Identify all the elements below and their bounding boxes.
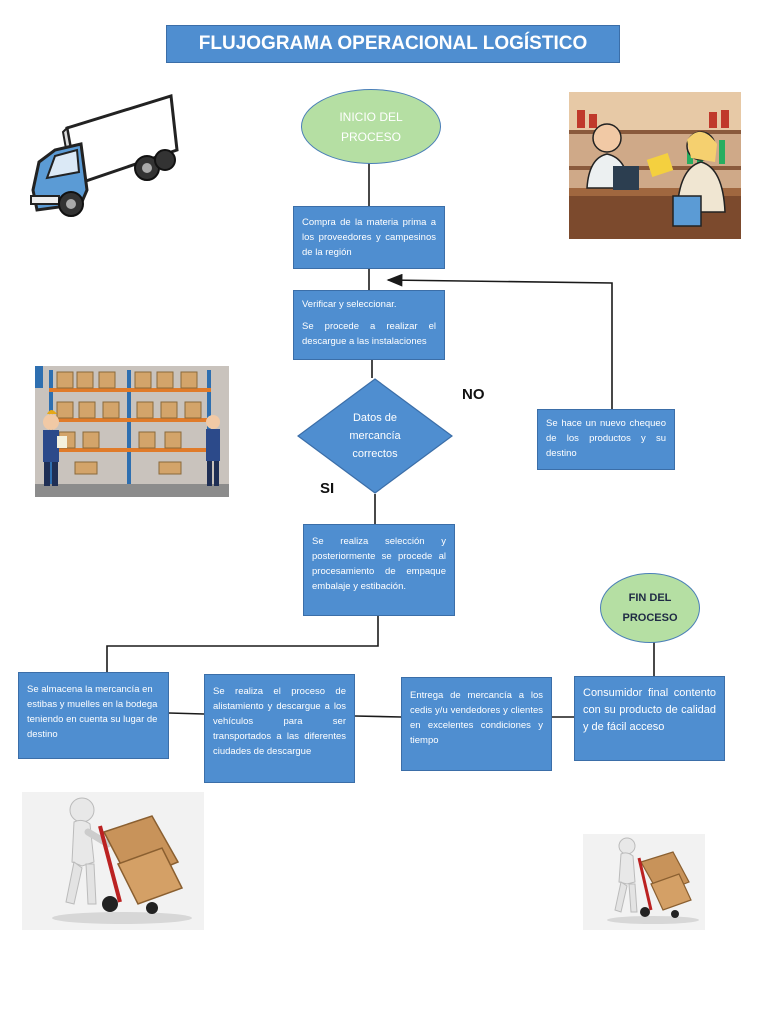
step-consumidor: Consumidor final contento con su product… — [574, 676, 725, 761]
step-almacena-text: Se almacena la mercancía en estibas y mu… — [27, 684, 158, 740]
start-line-2: PROCESO — [340, 129, 401, 144]
step-alistamiento: Se realiza el proceso de alistamiento y … — [204, 674, 355, 783]
step-seleccion: Se realiza selección y posteriormente se… — [303, 524, 455, 616]
step-chequeo-text: Se hace un nuevo chequeo de los producto… — [546, 418, 666, 459]
decision-node: Datos de mercancía correctos — [296, 378, 454, 494]
end-node: FIN DEL PROCESO — [600, 573, 700, 643]
line-alistamiento-entrega — [354, 715, 402, 718]
step-compra-text: Compra de la materia prima a los proveed… — [302, 217, 436, 258]
decision-line-3: correctos — [352, 448, 398, 460]
step-verificar-text-1: Verificar y seleccionar. — [302, 299, 397, 310]
shop-counter-illustration — [569, 92, 741, 239]
hand-truck-figure-right — [583, 834, 705, 930]
end-line-1: FIN DEL — [628, 592, 672, 604]
label-no: NO — [462, 386, 485, 403]
line-seleccion-almacena — [106, 616, 379, 672]
decision-line-1: Datos de — [352, 412, 397, 424]
step-verificar-text-2: Se procede a realizar el descargue a las… — [302, 321, 436, 347]
step-almacena: Se almacena la mercancía en estibas y mu… — [18, 672, 169, 759]
warehouse-illustration — [35, 366, 229, 497]
decision-diamond — [296, 378, 454, 494]
line-chequeo-loop — [386, 273, 613, 409]
start-node: INICIO DEL PROCESO — [301, 89, 441, 164]
end-line-2: PROCESO — [622, 612, 678, 624]
step-verificar: Verificar y seleccionar. Se procede a re… — [293, 290, 445, 360]
step-alistamiento-text: Se realiza el proceso de alistamiento y … — [213, 686, 346, 757]
step-seleccion-text: Se realiza selección y posteriormente se… — [312, 536, 446, 592]
step-entrega: Entrega de mercancía a los cedis y/u ven… — [401, 677, 552, 771]
page-title: FLUJOGRAMA OPERACIONAL LOGÍSTICO — [166, 25, 620, 63]
truck-illustration — [30, 94, 179, 217]
step-entrega-text: Entrega de mercancía a los cedis y/u ven… — [410, 690, 543, 746]
line-almacena-alistamiento — [168, 712, 205, 715]
step-compra: Compra de la materia prima a los proveed… — [293, 206, 445, 269]
step-consumidor-text: Consumidor final contento con su product… — [583, 687, 716, 733]
label-si: SI — [320, 480, 335, 497]
decision-line-2: mercancía — [349, 430, 401, 442]
hand-truck-figure-left — [22, 792, 204, 930]
start-line-1: INICIO DEL — [339, 109, 403, 124]
step-chequeo: Se hace un nuevo chequeo de los producto… — [537, 409, 675, 470]
